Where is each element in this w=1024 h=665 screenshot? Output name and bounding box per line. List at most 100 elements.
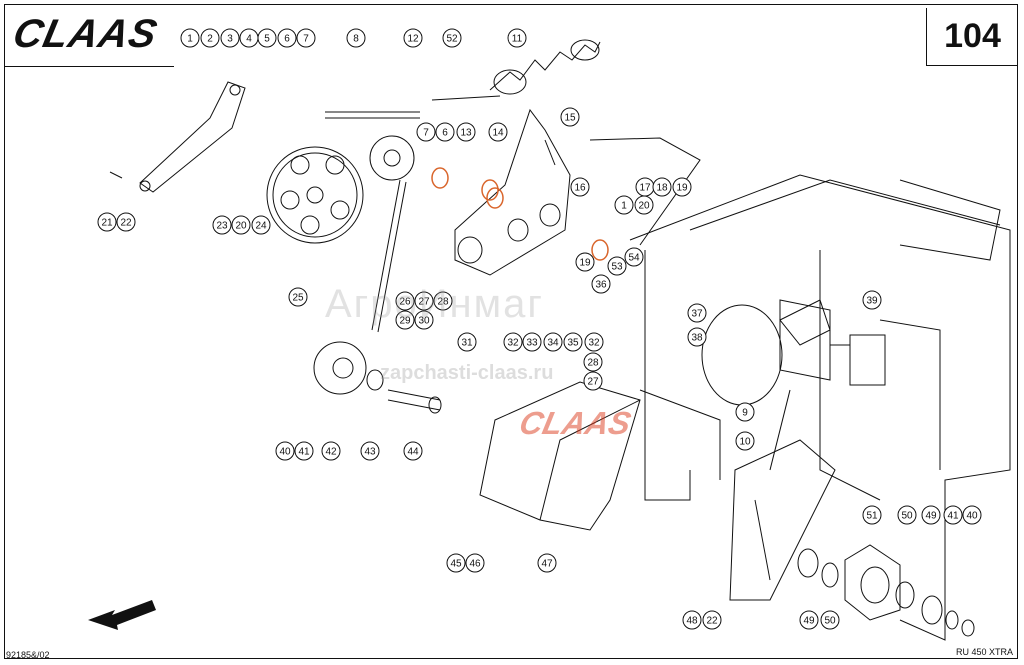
lever-arm [139, 81, 246, 193]
callout-c36: 36 [591, 274, 611, 294]
callout-c24: 24 [251, 215, 271, 235]
callout-c27: 27 [414, 291, 434, 311]
callout-circle [862, 505, 882, 525]
callout-circle [962, 505, 982, 525]
callout-circle [584, 332, 604, 352]
callout-c40: 40 [275, 441, 295, 461]
callout-circle [220, 28, 240, 48]
callout-c28b: 28 [583, 352, 603, 372]
main-frame-housing [589, 137, 1011, 641]
callout-label: 22 [120, 218, 132, 229]
callout-label: 25 [292, 293, 304, 304]
callout-label: 10 [739, 437, 751, 448]
highlighted-parts [431, 167, 609, 261]
callout-circle [433, 291, 453, 311]
callout-circle [862, 290, 882, 310]
callout-c7b: 7 [416, 122, 436, 142]
callout-label: 39 [866, 296, 878, 307]
callout-c17: 17 [635, 177, 655, 197]
callout-label: 49 [803, 616, 815, 627]
callout-label: 17 [639, 183, 651, 194]
callout-c26: 26 [395, 291, 415, 311]
callout-circle [457, 332, 477, 352]
callout-circle [296, 28, 316, 48]
callout-label: 32 [588, 338, 600, 349]
callout-label: 52 [446, 34, 458, 45]
callout-c25: 25 [288, 287, 308, 307]
callout-c20: 20 [634, 195, 654, 215]
callout-c3: 3 [220, 28, 240, 48]
callout-circle [735, 402, 755, 422]
callout-circle [251, 215, 271, 235]
callout-c18: 18 [652, 177, 672, 197]
callout-label: 51 [866, 511, 878, 522]
callout-label: 22 [706, 616, 718, 627]
callout-c41: 41 [294, 441, 314, 461]
callout-label: 31 [461, 338, 473, 349]
callout-circle [321, 441, 341, 461]
callout-circle [212, 215, 232, 235]
callout-label: 44 [407, 447, 419, 458]
callout-c45: 45 [446, 553, 466, 573]
callout-label: 41 [298, 447, 310, 458]
callout-label: 16 [574, 183, 586, 194]
callout-circle [446, 553, 466, 573]
callout-label: 12 [407, 34, 419, 45]
callout-circle [634, 195, 654, 215]
callout-c42: 42 [321, 441, 341, 461]
drive-sprocket [313, 341, 384, 395]
callout-label: 1 [187, 34, 193, 45]
callout-label: 27 [587, 377, 599, 388]
callout-label: 53 [611, 262, 623, 273]
callout-label: 15 [564, 113, 576, 124]
callout-circle [575, 252, 595, 272]
callout-c43: 43 [360, 441, 380, 461]
callout-c54: 54 [624, 247, 644, 267]
callout-label: 38 [691, 333, 703, 344]
chain-guard-cover [479, 381, 641, 531]
callout-circle [614, 195, 634, 215]
callout-circle [583, 352, 603, 372]
callout-c41b: 41 [943, 505, 963, 525]
callout-label: 28 [437, 297, 449, 308]
callout-c19b: 19 [575, 252, 595, 272]
callout-circle [275, 441, 295, 461]
callout-label: 27 [418, 297, 430, 308]
callout-circle [97, 212, 117, 232]
callout-c32: 32 [503, 332, 523, 352]
callout-label: 50 [901, 511, 913, 522]
callout-label: 28 [587, 358, 599, 369]
callout-label: 3 [227, 34, 233, 45]
callout-label: 13 [460, 128, 472, 139]
callout-circle [277, 28, 297, 48]
callout-circle [180, 28, 200, 48]
callout-label: 7 [303, 34, 309, 45]
callout-circle [943, 505, 963, 525]
callout-c15: 15 [560, 107, 580, 127]
callout-circle [687, 327, 707, 347]
callout-circle [414, 310, 434, 330]
callout-c34: 34 [543, 332, 563, 352]
callout-c21: 21 [97, 212, 117, 232]
page-number: 104 [926, 8, 1018, 66]
callout-label: 18 [656, 183, 668, 194]
callout-c13: 13 [456, 122, 476, 142]
drive-shaft [387, 389, 442, 414]
callout-circle [583, 371, 603, 391]
callout-label: 19 [676, 183, 688, 194]
callout-circle [257, 28, 277, 48]
callout-c31: 31 [457, 332, 477, 352]
callout-label: 24 [255, 221, 267, 232]
callout-c38: 38 [687, 327, 707, 347]
callout-c7: 7 [296, 28, 316, 48]
callout-label: 14 [492, 128, 504, 139]
callout-c30: 30 [414, 310, 434, 330]
callout-c22b: 22 [702, 610, 722, 630]
callout-c16: 16 [570, 177, 590, 197]
callout-c5: 5 [257, 28, 277, 48]
callout-c8: 8 [346, 28, 366, 48]
callout-c32b: 32 [584, 332, 604, 352]
callout-circle [435, 122, 455, 142]
callout-c6b: 6 [435, 122, 455, 142]
